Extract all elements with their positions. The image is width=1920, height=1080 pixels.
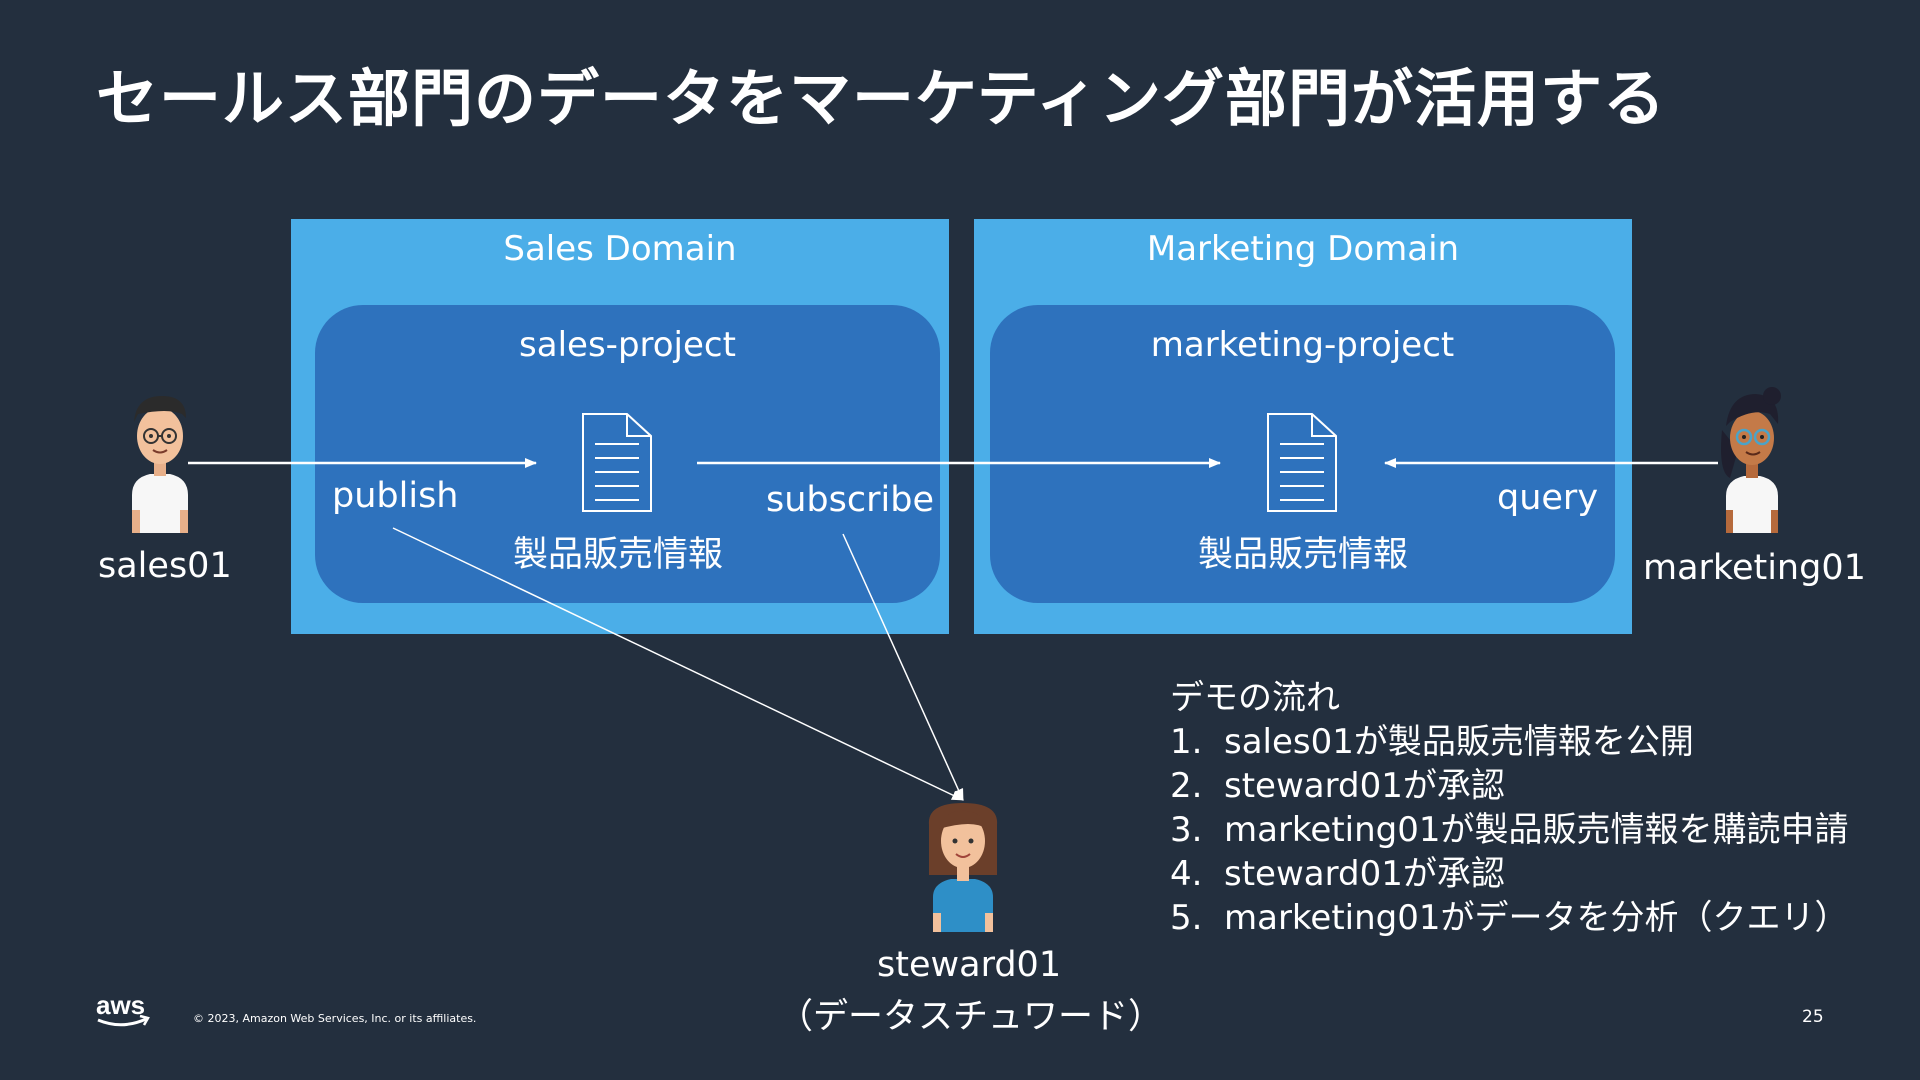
steward-person-icon [928, 803, 998, 932]
slide-title: セールス部門のデータをマーケティング部門が活用する [96, 62, 1667, 135]
steward-role-label: （データスチュワード） [778, 997, 1164, 1037]
step-text: steward01が承認 [1224, 854, 1505, 894]
marketing-person-icon [1721, 387, 1781, 533]
publish-label: publish [332, 476, 459, 516]
marketing-domain-label: Marketing Domain [1146, 229, 1460, 269]
page-number: 25 [1802, 1007, 1824, 1027]
list-item: 5. marketing01がデータを分析（クエリ） [1170, 896, 1849, 940]
sales-asset-label: 製品販売情報 [513, 535, 724, 575]
list-item: 3. marketing01が製品販売情報を購読申請 [1170, 808, 1849, 852]
demo-steps-list: デモの流れ 1. sales01が製品販売情報を公開 2. steward01が… [1170, 676, 1849, 940]
marketing-project-box: marketing-project [990, 305, 1615, 603]
sales-domain-label: Sales Domain [503, 229, 737, 269]
marketing-project-label: marketing-project [1150, 325, 1455, 365]
aws-logo-icon: aws [96, 992, 150, 1027]
step-number: 5. [1170, 898, 1203, 938]
aws-logo-text: aws [96, 992, 145, 1020]
step-text: steward01が承認 [1224, 766, 1505, 806]
publish-approval-line [392, 527, 964, 801]
query-label: query [1497, 478, 1599, 518]
step-number: 4. [1170, 854, 1203, 894]
steward-person-label: steward01 [877, 945, 1062, 985]
list-item: 2. steward01が承認 [1170, 764, 1849, 808]
copyright-text: © 2023, Amazon Web Services, Inc. or its… [193, 1012, 477, 1025]
list-item: 1. sales01が製品販売情報を公開 [1170, 720, 1849, 764]
list-item: 4. steward01が承認 [1170, 852, 1849, 896]
demo-steps-title: デモの流れ [1170, 678, 1340, 718]
document-icon [582, 413, 652, 512]
step-text: sales01が製品販売情報を公開 [1224, 722, 1694, 762]
subscribe-approval-line [842, 533, 964, 801]
step-number: 2. [1170, 766, 1203, 806]
step-text: marketing01がデータを分析（クエリ） [1224, 898, 1849, 938]
step-number: 3. [1170, 810, 1203, 850]
step-text: marketing01が製品販売情報を購読申請 [1224, 810, 1849, 850]
marketing-asset-label: 製品販売情報 [1198, 535, 1409, 575]
sales-person-label: sales01 [98, 546, 232, 586]
step-number: 1. [1170, 722, 1203, 762]
sales-project-box: sales-project [315, 305, 940, 603]
marketing-person-label: marketing01 [1643, 548, 1866, 588]
document-icon [1267, 413, 1337, 512]
sales-project-label: sales-project [519, 325, 736, 365]
subscribe-label: subscribe [766, 480, 934, 520]
sales-person-icon [132, 396, 188, 533]
